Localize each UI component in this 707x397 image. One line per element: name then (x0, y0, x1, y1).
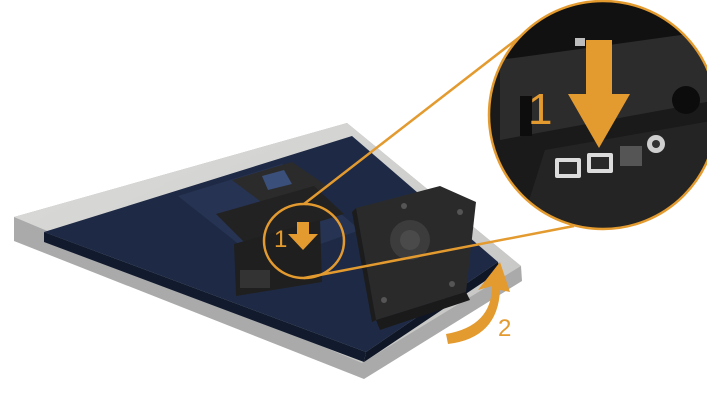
callout-step-label: 1 (528, 85, 552, 134)
zoom-callout (489, 1, 707, 229)
step-1-label: 1 (274, 226, 287, 253)
step-2-label: 2 (498, 315, 511, 342)
